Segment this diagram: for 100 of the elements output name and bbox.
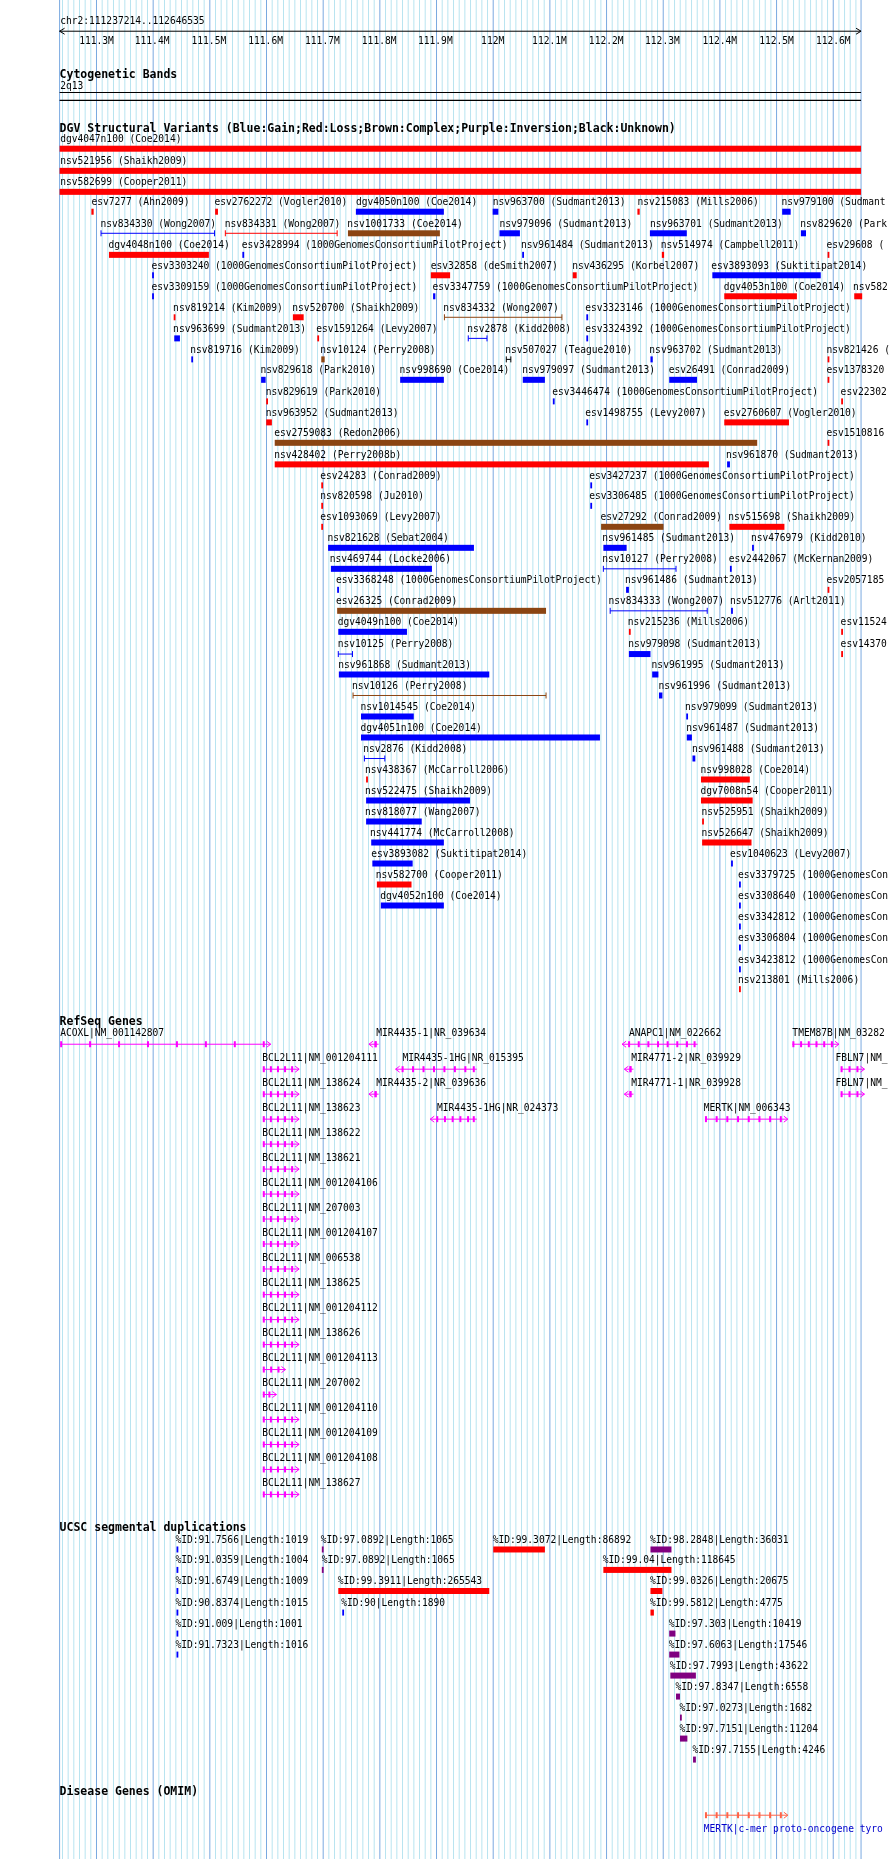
variant-label: nsv979098 (Sudmant2013) <box>628 638 762 651</box>
variant-label: nsv522475 (Shaikh2009) <box>364 784 493 797</box>
variant-label: esv2759083 (Redon2006) <box>274 427 402 440</box>
track-title: Disease Genes (OMIM) <box>59 1783 199 1798</box>
variant-label: nsv512776 (Arlt2011) <box>729 595 846 608</box>
variant-label: esv2057185 <box>826 574 885 587</box>
gene-label: MIR4435-1HG|NR_024373 <box>437 1101 559 1114</box>
duplication-label: %ID:90|Length:1890 <box>341 1596 446 1609</box>
gene-label: BCL2L11|NM_138625 <box>262 1277 361 1290</box>
variant-label: nsv834330 (Wong2007) <box>100 217 216 230</box>
variant-label: esv26325 (Conrad2009) <box>336 595 458 608</box>
gene-label: BCL2L11|NM_001204113 <box>262 1352 378 1365</box>
variant-label: nsv526647 (Shaikh2009) <box>701 826 829 839</box>
variant-label: nsv436295 (Korbel2007) <box>572 259 700 272</box>
gene-label: BCL2L11|NM_138624 <box>262 1076 361 1089</box>
variant-label: nsv514974 (Campbell2011) <box>660 239 800 252</box>
gene-label: BCL2L11|NM_001204109 <box>262 1427 378 1440</box>
duplication-label: %ID:97.6063|Length:17546 <box>668 1638 808 1651</box>
variant-label: esv2762272 (Vogler2010) <box>214 196 348 209</box>
gene-label: BCL2L11|NM_138621 <box>262 1151 361 1164</box>
variant-label: nsv582 <box>853 280 888 293</box>
variant-label: esv3368248 (1000GenomesConsortiumPilotProject) <box>336 574 602 587</box>
duplication-label: %ID:97.0892|Length:1065 <box>320 1533 454 1546</box>
duplication-label: %ID:91.7323|Length:1016 <box>175 1638 309 1651</box>
variant-label: esv3893082 (Suktitipat2014) <box>371 847 528 860</box>
variant-label: nsv979100 (Sudmant <box>781 196 886 209</box>
band-label: 2q13 <box>60 80 84 93</box>
gene-label: MIR4771-2|NR_039929 <box>631 1051 741 1064</box>
variant-label: esv3309159 (1000GenomesConsortiumPilotProject) <box>151 280 418 293</box>
variant-label: esv3427237 (1000GenomesConsortiumPilotProject) <box>589 469 855 482</box>
gene-label: BCL2L11|NM_001204106 <box>262 1176 378 1189</box>
tick-label: 111.8M <box>361 34 397 47</box>
variant-label: esv1591264 (Levy2007) <box>316 322 438 335</box>
gene-label: FBLN7|NM_ <box>835 1076 888 1089</box>
variant-label: nsv979099 (Sudmant2013) <box>685 700 818 713</box>
variant-label: esv2760607 (Vogler2010) <box>723 406 857 419</box>
track-title: UCSC segmental duplications <box>59 1520 247 1535</box>
variant-label: nsv819716 (Kim2009) <box>190 343 300 356</box>
tick-label: 111.4M <box>134 34 170 47</box>
gene-label: MIR4771-1|NR_039928 <box>631 1076 741 1089</box>
variant-label: nsv979097 (Sudmant2013) <box>522 364 656 377</box>
variant-label: esv11524 <box>840 616 887 629</box>
duplication-label: %ID:91.6749|Length:1009 <box>175 1575 309 1588</box>
tick-label: 111.3M <box>79 34 114 47</box>
variant-label: esv3428994 (1000GenomesConsortiumPilotProject) <box>241 239 508 252</box>
variant-label: nsv998690 (Coe2014) <box>399 364 510 377</box>
variant-label: nsv469744 (Locke2006) <box>329 553 452 566</box>
variant-label: dgv4047n100 (Coe2014) <box>60 133 182 146</box>
duplication-label: %ID:91.009|Length:1001 <box>175 1617 303 1630</box>
variant-label: dgv4051n100 (Coe2014) <box>360 721 482 734</box>
tick-label: 111.5M <box>191 34 227 47</box>
variant-label: esv3306485 (1000GenomesConsortiumPilotProject) <box>589 490 855 503</box>
tick-label: 112.1M <box>532 34 567 47</box>
gene-label: MERTK|NM_006343 <box>703 1101 791 1114</box>
tick-label: 111.9M <box>418 34 453 47</box>
variant-label: dgv7008n54 (Cooper2011) <box>700 784 834 797</box>
variant-label: nsv961870 (Sudmant2013) <box>725 448 859 461</box>
gene-label: TMEM87B|NM_03282 <box>792 1026 885 1039</box>
variant-label: nsv818077 (Wang2007) <box>364 805 481 818</box>
duplication-label: %ID:99.5812|Length:4775 <box>649 1596 783 1609</box>
variant-label: nsv10126 (Perry2008) <box>351 679 468 692</box>
track-title: DGV Structural Variants (Blue:Gain;Red:Loss;Brown:Complex;Purple:Inversion;Black:Unknown) <box>59 120 676 135</box>
variant-label: nsv10125 (Perry2008) <box>337 638 454 651</box>
variant-label: esv1510816 <box>826 427 885 440</box>
variant-label: nsv998028 (Coe2014) <box>700 763 811 776</box>
variant-label: nsv834331 (Wong2007) <box>224 217 341 230</box>
variant-label: esv3303240 (1000GenomesConsortiumPilotProject) <box>151 259 418 272</box>
tick-label: 112.4M <box>702 34 738 47</box>
variant-label: nsv834333 (Wong2007) <box>608 595 724 608</box>
duplication-label: %ID:97.7155|Length:4246 <box>692 1743 826 1756</box>
duplication-label: %ID:98.2848|Length:36031 <box>649 1533 789 1546</box>
gene-label: BCL2L11|NM_006538 <box>262 1251 361 1264</box>
variant-label: esv3379725 (1000GenomesCon <box>737 868 889 881</box>
gene-label: MIR4435-2|NR_039636 <box>376 1076 487 1089</box>
variant-label: nsv521956 (Shaikh2009) <box>60 155 188 168</box>
variant-label: esv3323146 (1000GenomesConsortiumPilotProject) <box>585 301 851 314</box>
gene-label: BCL2L11|NM_138623 <box>262 1101 361 1114</box>
variant-label: nsv963952 (Sudmant2013) <box>265 406 399 419</box>
variant-label: esv1378320 <box>826 364 885 377</box>
variant-label: nsv963699 (Sudmant2013) <box>173 322 306 335</box>
variant-label: esv2442067 (McKernan2009) <box>728 553 874 566</box>
variant-label: nsv961484 (Sudmant2013) <box>521 239 654 252</box>
gene-label: BCL2L11|NM_001204112 <box>262 1302 378 1315</box>
gene-label: BCL2L11|NM_138622 <box>262 1126 361 1139</box>
gene-label: FBLN7|NM_ <box>835 1051 888 1064</box>
tick-label: 111.7M <box>305 34 340 47</box>
gene-label: MIR4435-1|NR_039634 <box>376 1026 487 1039</box>
variant-label: nsv1014545 (Coe2014) <box>360 700 476 713</box>
gene-label: MIR4435-1HG|NR_015395 <box>402 1051 524 1064</box>
variant-label: nsv961996 (Sudmant2013) <box>658 679 792 692</box>
variant-label: esv3306804 (1000GenomesCon <box>737 931 889 944</box>
variant-label: esv1040623 (Levy2007) <box>729 847 852 860</box>
variant-label: nsv961487 (Sudmant2013) <box>686 721 820 734</box>
variant-label: esv26491 (Conrad2009) <box>668 364 790 377</box>
coordinate-label: chr2:111237214..112646535 <box>60 15 205 27</box>
variant-label: esv24283 (Conrad2009) <box>320 469 442 482</box>
variant-label: nsv582700 (Cooper2011) <box>375 868 503 881</box>
duplication-label: %ID:90.8374|Length:1015 <box>175 1596 309 1609</box>
variant-label: nsv10124 (Perry2008) <box>320 343 436 356</box>
tick-label: 111.6M <box>248 34 283 47</box>
